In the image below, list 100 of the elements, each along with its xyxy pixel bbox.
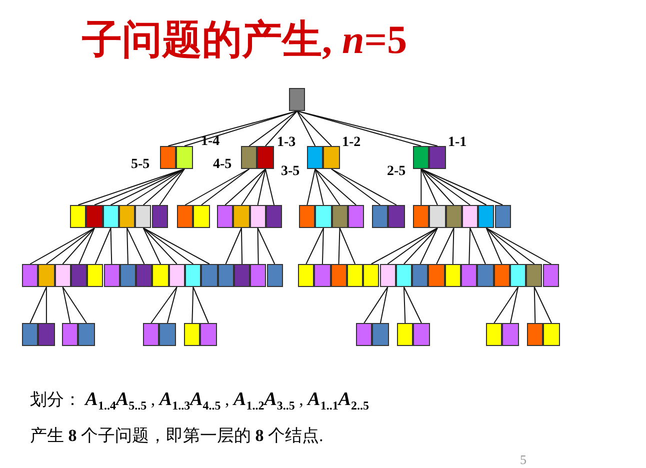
tree-line — [142, 168, 185, 206]
color-cell — [250, 205, 266, 228]
tree-line — [240, 228, 243, 264]
color-cell — [218, 264, 234, 287]
color-cell — [396, 264, 412, 287]
tree-line — [403, 286, 422, 324]
tree-line — [510, 286, 519, 324]
color-cell — [298, 264, 314, 287]
tree-line — [200, 168, 250, 206]
tree-line — [534, 286, 552, 324]
tree-line — [240, 168, 266, 206]
color-cell — [543, 323, 560, 346]
tree-line — [126, 168, 185, 206]
color-cell — [87, 264, 104, 287]
tree-line — [257, 228, 276, 264]
color-cell — [233, 205, 250, 228]
color-cell — [185, 264, 202, 287]
color-cell — [332, 205, 348, 228]
color-cell — [429, 205, 446, 228]
tree-line — [486, 228, 552, 264]
tree-line — [420, 168, 487, 206]
color-cell — [323, 146, 340, 169]
color-cell — [314, 264, 331, 287]
tree-line — [142, 228, 210, 264]
tree-line — [62, 228, 95, 264]
range-label: 1-4 — [201, 134, 220, 150]
tree-line — [338, 228, 340, 264]
color-cell — [168, 264, 185, 287]
tree-line — [486, 228, 519, 264]
color-cell — [217, 205, 234, 228]
range-label: 1-3 — [277, 135, 296, 151]
color-cell — [22, 264, 38, 287]
color-cell — [372, 323, 389, 346]
tree-line — [486, 228, 502, 264]
color-cell — [159, 323, 176, 346]
tree-line — [339, 228, 356, 264]
tree-line — [403, 228, 438, 264]
color-cell — [315, 205, 332, 228]
color-cell — [266, 205, 282, 228]
tree-line — [314, 168, 357, 206]
color-cell — [135, 205, 152, 228]
tree-line — [46, 286, 47, 324]
tree-line — [330, 168, 381, 206]
color-cell — [241, 146, 258, 169]
tree-line — [46, 228, 95, 264]
color-cell — [388, 205, 405, 228]
color-cell — [502, 323, 519, 346]
tree-line — [166, 286, 178, 324]
color-cell — [143, 323, 160, 346]
color-cell — [102, 205, 119, 228]
color-cell — [510, 264, 526, 287]
page-number: 5 — [520, 452, 526, 468]
color-cell — [70, 264, 88, 287]
color-cell — [118, 205, 136, 228]
range-label: 1-1 — [448, 135, 467, 151]
tree-line — [364, 286, 388, 324]
color-cell — [363, 264, 380, 287]
tree-line — [225, 228, 242, 264]
color-cell — [38, 323, 55, 346]
color-cell — [526, 264, 542, 287]
color-cell — [346, 264, 364, 287]
color-cell — [70, 205, 86, 228]
color-cell — [428, 264, 445, 287]
tree-line — [420, 228, 438, 264]
color-cell — [160, 146, 176, 169]
tree-line — [184, 168, 250, 206]
color-cell — [494, 264, 510, 287]
tree-line — [78, 228, 95, 264]
color-cell — [397, 323, 414, 346]
color-cell — [257, 146, 274, 169]
tree-line — [420, 168, 438, 206]
color-cell — [356, 323, 372, 346]
color-cell — [494, 205, 511, 228]
tree-line — [436, 228, 454, 264]
color-cell — [413, 205, 430, 228]
tree-line — [314, 168, 324, 206]
color-cell — [348, 205, 364, 228]
tree-line — [142, 228, 178, 264]
color-cell — [307, 146, 324, 169]
color-cell — [250, 264, 266, 287]
color-cell — [104, 264, 120, 287]
tree-line — [403, 286, 406, 324]
color-cell — [152, 205, 168, 228]
tree-line — [486, 228, 535, 264]
color-cell — [234, 264, 250, 287]
tree-line — [452, 228, 454, 264]
color-cell — [527, 323, 544, 346]
color-cell — [413, 323, 430, 346]
color-cell — [22, 323, 38, 346]
color-cell — [461, 264, 478, 287]
color-cell — [152, 264, 169, 287]
color-cell — [177, 205, 194, 228]
tree-line — [420, 168, 454, 206]
color-cell — [413, 146, 430, 169]
tree-line — [380, 286, 388, 324]
tree-line — [330, 168, 397, 206]
tree-line — [314, 168, 340, 206]
color-cell — [120, 264, 136, 287]
color-cell — [412, 264, 428, 287]
tree-line — [94, 228, 112, 264]
